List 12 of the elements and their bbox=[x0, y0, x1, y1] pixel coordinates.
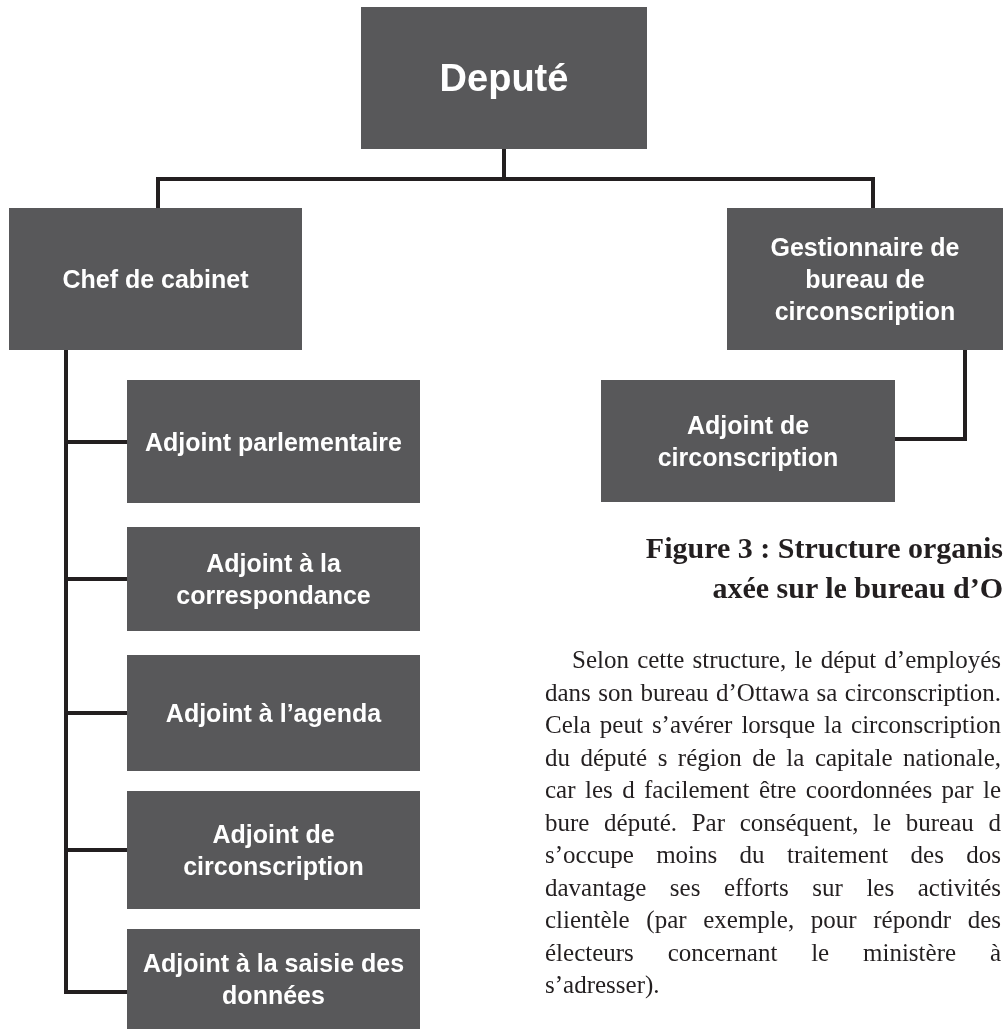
org-box: Adjoint à la saisie des données bbox=[127, 929, 420, 1029]
org-box: Adjoint de circonscription bbox=[127, 791, 420, 909]
org-box: Adjoint à l’agenda bbox=[127, 655, 420, 771]
org-box: Adjoint à la correspondance bbox=[127, 527, 420, 631]
org-box: Adjoint de circonscription bbox=[601, 380, 895, 502]
org-box: Gestionnaire de bureau de circonscription bbox=[727, 208, 1003, 350]
connector-line bbox=[895, 350, 967, 441]
figure-caption: Figure 3 : Structure organis axée sur le bureau d’O bbox=[644, 530, 1003, 606]
org-box: Deputé bbox=[361, 7, 647, 149]
body-paragraph: Selon cette structure, le déput d’employés dans son bureau d’Ottawa sa circonscription. Cela peut s’avérer lorsque la circonscription du député s région de la capitale nationale, car les d facilement être coordonnées par le bure député. Par conséquent, le bureau d s’occupe moins du traitement des dos davantage ses efforts sur les activités clientèle (par exemple, pour répondr des électeurs concernant le ministère à s’adresser). bbox=[545, 645, 1001, 1000]
org-box: Adjoint parlementaire bbox=[127, 380, 420, 503]
org-box: Chef de cabinet bbox=[9, 208, 302, 350]
